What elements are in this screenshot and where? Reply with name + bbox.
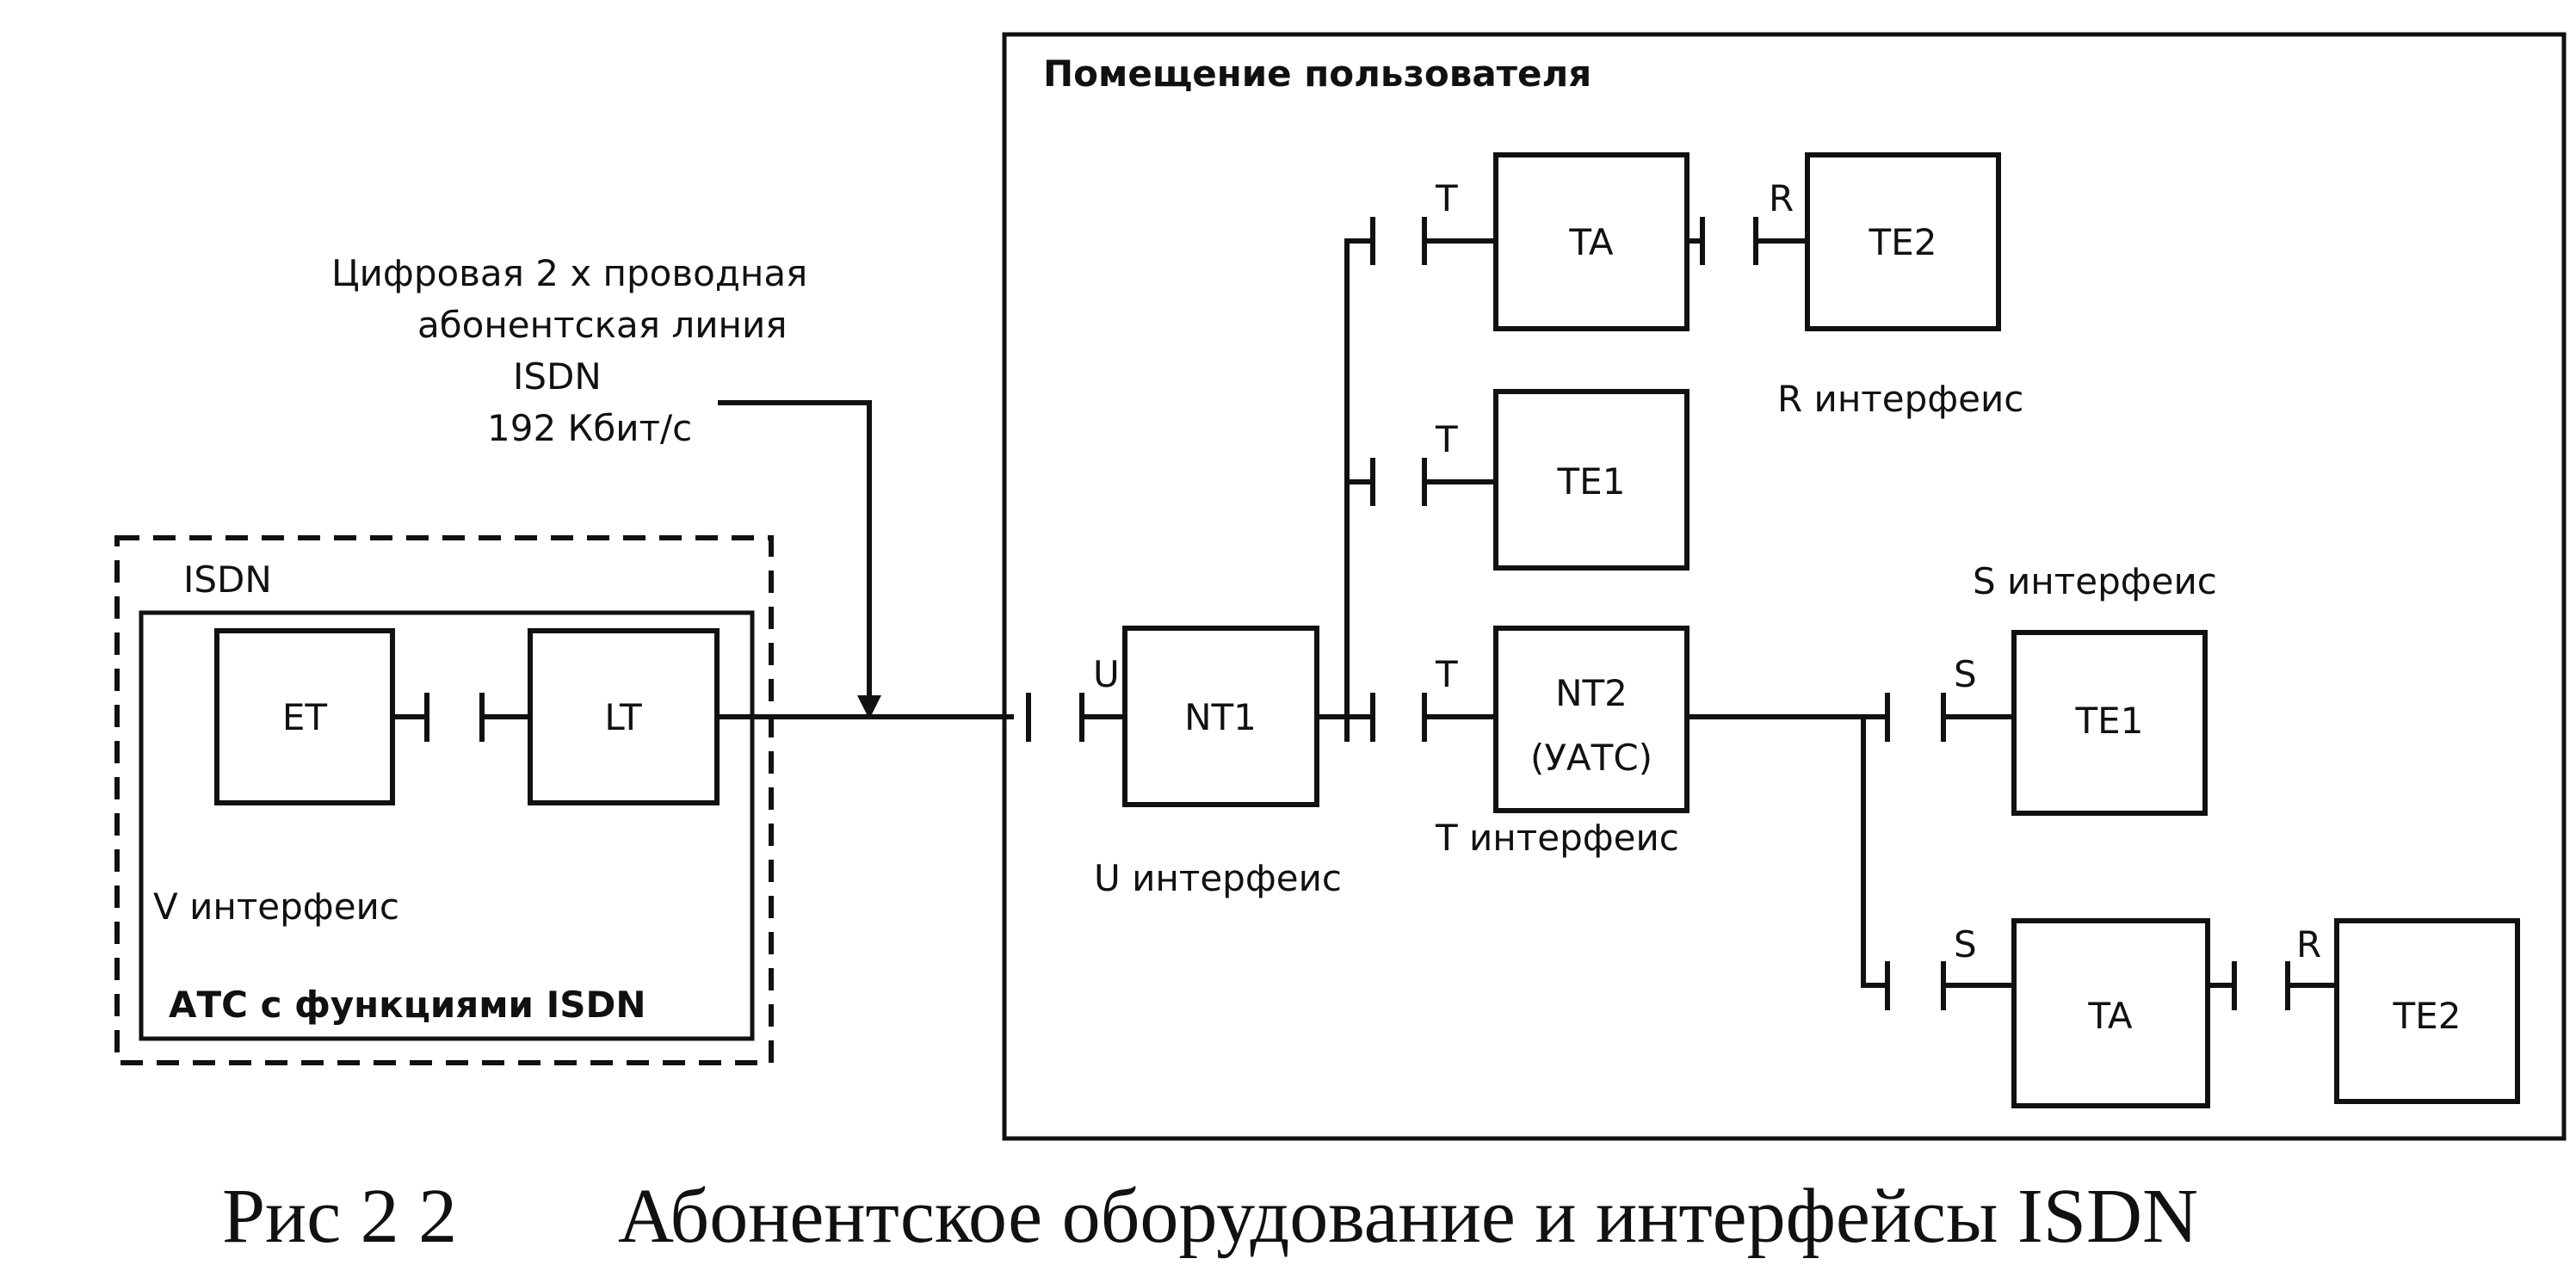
nt1-label: NT1	[1184, 696, 1257, 738]
isdn-label: ISDN	[183, 558, 272, 601]
line-desc-1: Цифровая 2 х проводная	[331, 252, 807, 294]
u-interface-label: U интерфеис	[1094, 857, 1342, 899]
ta-bottom-block	[2011, 918, 2210, 1108]
exchange-frame	[139, 610, 755, 1041]
line-desc-3: ISDN	[513, 355, 602, 398]
te1-right-label: TE1	[2075, 700, 2144, 742]
arrow-head	[857, 695, 881, 719]
te1-right-block	[2011, 630, 2208, 816]
nt2-label-2: (УАТС)	[1530, 737, 1652, 779]
u-ref-label: U	[1093, 653, 1120, 695]
lt-block	[528, 628, 720, 805]
arrow-leader	[718, 400, 872, 701]
te2-top-block	[1805, 152, 2001, 331]
t-interface-label: T интерфеис	[1435, 817, 1679, 859]
t-top-ref-label: T	[1435, 177, 1458, 219]
r-bottom-ref-label: R	[2296, 923, 2321, 966]
user-premises-frame	[1002, 32, 2567, 1141]
nt2-label-1: NT2	[1555, 672, 1628, 714]
isdn-dashed-frame	[114, 535, 774, 1065]
r-top-ref-label: R	[1769, 177, 1794, 219]
figure-caption: Абонентское оборудование и интерфейсы IS…	[618, 1174, 2198, 1259]
figure-number: Рис 2 2	[222, 1174, 457, 1259]
exchange-label: АТС с функциями ISDN	[169, 984, 646, 1026]
et-label: ET	[282, 696, 328, 738]
te1-mid-label: TE1	[1557, 460, 1626, 503]
line-desc-2: абонентская линия	[417, 304, 788, 346]
lt-label: LT	[604, 696, 642, 738]
t-nt2-ref-label: T	[1435, 653, 1458, 695]
line-desc-4: 192 Кбит/с	[487, 407, 692, 449]
s-right-ref-label: S	[1954, 653, 1977, 695]
te1-mid-block	[1493, 389, 1690, 571]
user-premises-label: Помещение пользователя	[1043, 52, 1591, 95]
v-interface-label: V интерфеис	[153, 885, 399, 928]
s-bottom-ref-label: S	[1954, 923, 1977, 966]
t-mid-ref-label: T	[1435, 418, 1458, 460]
te2-top-label: TE2	[1869, 221, 1937, 263]
ta-bottom-label: TA	[2087, 995, 2132, 1037]
r-interface-label: R интерфеис	[1777, 378, 2023, 420]
ta-top-label: TA	[1568, 221, 1613, 263]
te2-bottom-block	[2334, 918, 2520, 1104]
s-interface-label: S интерфеис	[1973, 560, 2217, 602]
et-block	[214, 628, 395, 805]
ta-top-block	[1493, 152, 1690, 331]
nt2-block	[1493, 626, 1690, 813]
te2-bottom-label: TE2	[2393, 995, 2462, 1037]
